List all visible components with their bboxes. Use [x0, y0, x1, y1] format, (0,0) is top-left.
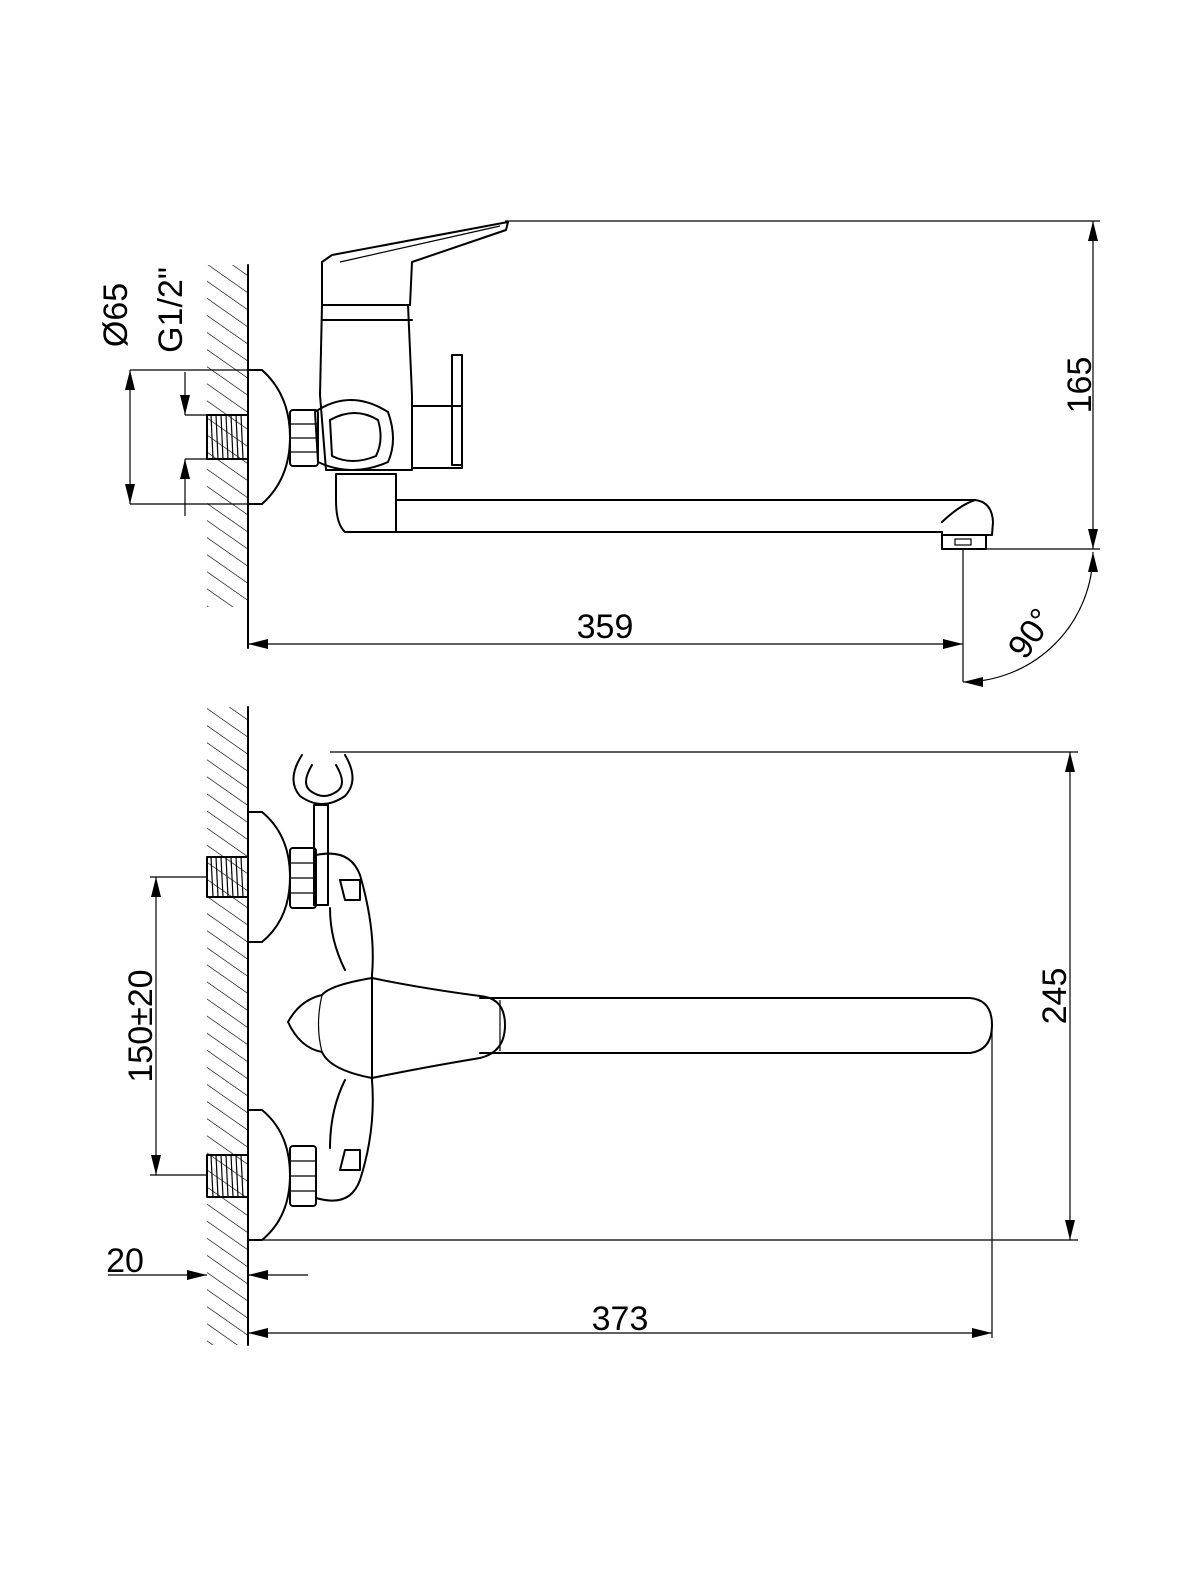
spout-top — [335, 473, 994, 550]
lever-edge-front — [317, 994, 323, 1053]
dim-text-90-degrees: 90° — [1001, 602, 1062, 666]
dim-text-thread: G1/2" — [152, 267, 190, 353]
shower-holder — [292, 754, 354, 906]
dim-arc-90 — [962, 551, 1098, 687]
spout-front — [479, 997, 993, 1054]
dim-text-359: 359 — [577, 608, 634, 646]
flange-upper — [247, 811, 291, 943]
lever-handle-top — [321, 221, 509, 306]
wall-hatch-front — [207, 707, 248, 1345]
flange-lower — [247, 1109, 291, 1241]
dim-text-150: 150±20 — [122, 969, 160, 1082]
dim-text-373: 373 — [592, 1300, 649, 1338]
nut-lower — [289, 1145, 317, 1207]
thread-connector-top — [206, 414, 249, 460]
nut-upper — [289, 847, 317, 909]
flange-top — [247, 369, 291, 505]
lever-edge-top — [339, 225, 501, 263]
lever-handle-front — [287, 977, 506, 1079]
dim-text-d65: Ø65 — [97, 283, 135, 347]
mixer-body-top — [314, 304, 413, 471]
nut-top — [289, 409, 319, 467]
top-view: 165 359 Ø65 G1/2" 90° — [97, 220, 1100, 687]
mixer-body-front — [315, 852, 374, 1202]
front-view: 245 150±20 373 20 — [106, 706, 1078, 1346]
thread-connector-lower — [206, 1154, 249, 1198]
dim-text-20: 20 — [106, 1242, 144, 1280]
dim-text-165: 165 — [1061, 357, 1099, 414]
diverter-top — [411, 354, 463, 469]
dim-text-245: 245 — [1036, 968, 1074, 1025]
